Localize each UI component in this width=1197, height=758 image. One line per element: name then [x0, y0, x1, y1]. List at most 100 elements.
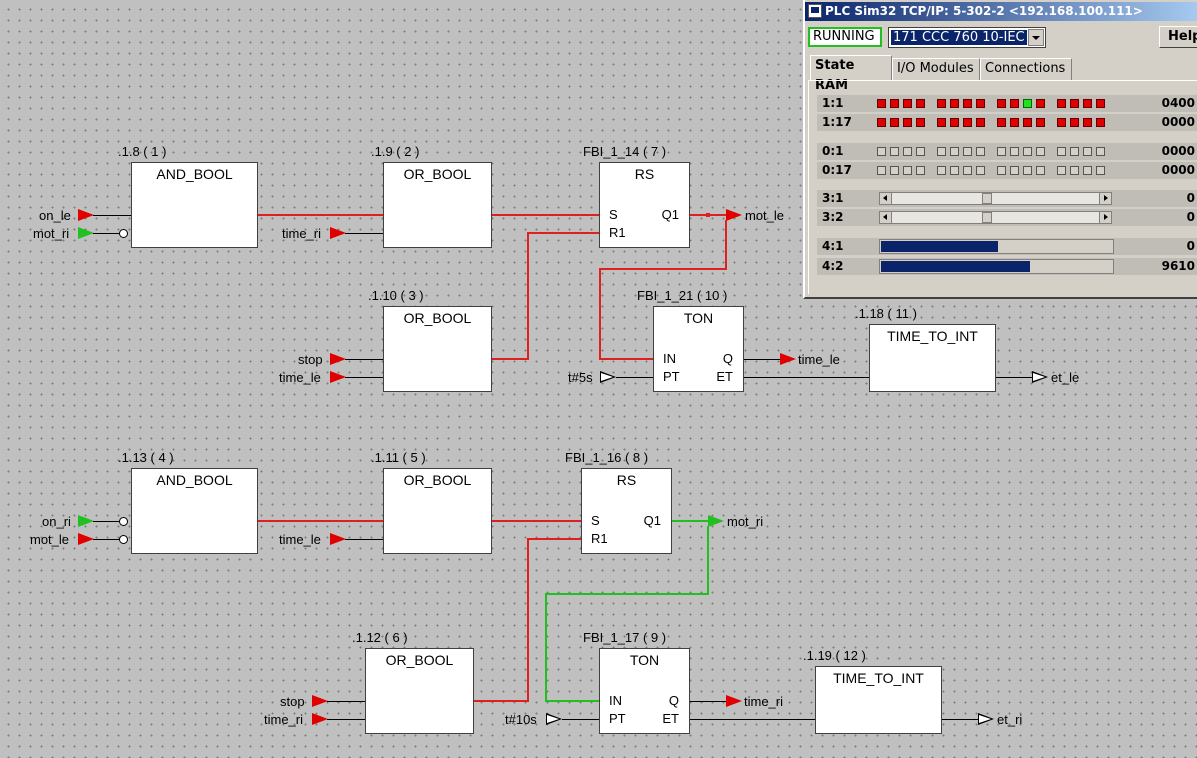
row-background	[817, 162, 1197, 179]
bit-led-icon[interactable]	[1023, 147, 1032, 156]
bit-led-icon[interactable]	[963, 166, 972, 175]
wire-active	[474, 700, 529, 702]
var-time-le[interactable]: time_le	[279, 370, 321, 385]
bit-led-icon[interactable]	[976, 166, 985, 175]
bit-led-icon[interactable]	[903, 166, 912, 175]
var-time-le-out[interactable]: time_le	[798, 352, 840, 367]
or-bool-block[interactable]: OR_BOOL	[383, 306, 492, 392]
bit-led-icon[interactable]	[1083, 147, 1092, 156]
wire	[996, 377, 1032, 378]
bit-led-icon[interactable]	[976, 147, 985, 156]
bit-led-icon	[937, 99, 946, 108]
bit-led-icon[interactable]	[1057, 166, 1066, 175]
tab-state-ram[interactable]: State RAM	[810, 55, 892, 93]
ram-value: 9610	[1161, 259, 1195, 273]
slider-thumb[interactable]	[981, 212, 992, 223]
or-bool-block[interactable]: OR_BOOL	[383, 162, 492, 248]
bar-fill	[881, 261, 1031, 272]
scroll-left-icon[interactable]	[880, 212, 892, 223]
ram-address: 3:2	[822, 210, 844, 224]
bit-led-icon[interactable]	[877, 166, 886, 175]
var-on-le[interactable]: on_le	[39, 208, 71, 223]
bit-led-icon	[916, 118, 925, 127]
bit-led-icon	[963, 99, 972, 108]
bit-led-icon[interactable]	[916, 166, 925, 175]
chevron-down-icon[interactable]	[1028, 29, 1044, 46]
and-bool-block[interactable]: AND_BOOL	[131, 468, 258, 554]
bit-led-icon[interactable]	[997, 166, 1006, 175]
rs-block[interactable]: RS S R1 Q1	[599, 162, 690, 248]
ton-timer-block[interactable]: TON IN PT Q ET	[599, 648, 690, 734]
var-mot-le[interactable]: mot_le	[745, 208, 785, 223]
bit-led-icon[interactable]	[890, 147, 899, 156]
var-time-le[interactable]: time_le	[279, 532, 321, 547]
register-slider[interactable]	[879, 211, 1112, 224]
plc-sim-window[interactable]: PLC Sim32 TCP/IP: 5-302-2 <192.168.100.1…	[803, 0, 1197, 299]
or-bool-block[interactable]: OR_BOOL	[383, 468, 492, 554]
bit-led-icon[interactable]	[1023, 166, 1032, 175]
wire-green	[707, 526, 709, 594]
var-mot-ri[interactable]: mot_ri	[33, 226, 70, 241]
bit-led-icon[interactable]	[1096, 147, 1105, 156]
bit-led-icon[interactable]	[1010, 147, 1019, 156]
bit-led-icon[interactable]	[950, 166, 959, 175]
var-mot-ri-out[interactable]: mot_ri	[727, 514, 764, 529]
bit-led-icon[interactable]	[903, 147, 912, 156]
and-bool-block[interactable]: AND_BOOL	[131, 162, 258, 248]
bit-led-icon[interactable]	[916, 147, 925, 156]
time-to-int-block[interactable]: TIME_TO_INT	[869, 324, 996, 392]
var-time-ri[interactable]: time_ri	[282, 226, 322, 241]
bit-led-icon[interactable]	[937, 147, 946, 156]
var-on-ri[interactable]: on_ri	[42, 514, 71, 529]
output-arrow-icon	[726, 209, 742, 221]
window-title-bar[interactable]: PLC Sim32 TCP/IP: 5-302-2 <192.168.100.1…	[805, 2, 1197, 21]
bit-led-icon[interactable]	[1070, 147, 1079, 156]
scroll-right-icon[interactable]	[1099, 193, 1111, 204]
block-title: RS	[616, 472, 637, 488]
time-to-int-block[interactable]: TIME_TO_INT	[815, 666, 942, 734]
bit-led-icon[interactable]	[1036, 166, 1045, 175]
scroll-right-icon[interactable]	[1099, 212, 1111, 223]
block-title: OR_BOOL	[403, 166, 472, 182]
ram-address: 3:1	[822, 191, 844, 205]
slider-thumb[interactable]	[981, 193, 992, 204]
help-button[interactable]: Help	[1159, 26, 1197, 48]
bit-led-icon[interactable]	[1010, 166, 1019, 175]
bit-led-icon[interactable]	[950, 147, 959, 156]
scroll-left-icon[interactable]	[880, 193, 892, 204]
bit-led-icon[interactable]	[937, 166, 946, 175]
bit-led-icon[interactable]	[1036, 147, 1045, 156]
rs-block[interactable]: RS S R1 Q1	[581, 468, 672, 554]
bit-led-icon[interactable]	[1083, 166, 1092, 175]
var-et-le[interactable]: et_le	[1051, 370, 1080, 385]
var-stop[interactable]: stop	[280, 694, 305, 709]
bit-led-icon[interactable]	[1057, 147, 1066, 156]
bar-fill	[881, 241, 998, 252]
bit-led-icon[interactable]	[1070, 166, 1079, 175]
var-t10s[interactable]: t#10s	[505, 712, 537, 727]
var-stop[interactable]: stop	[298, 352, 323, 367]
bit-led-icon[interactable]	[890, 166, 899, 175]
input-arrow-icon	[546, 713, 562, 725]
device-select[interactable]: 171 CCC 760 10-IEC	[888, 27, 1046, 48]
var-mot-le[interactable]: mot_le	[30, 532, 70, 547]
var-time-ri-out[interactable]: time_ri	[744, 694, 784, 709]
ton-timer-block[interactable]: TON IN PT Q ET	[653, 306, 744, 392]
var-et-ri[interactable]: et_ri	[997, 712, 1023, 727]
tab-io-modules[interactable]: I/O Modules	[892, 58, 980, 80]
bit-led-icon[interactable]	[963, 147, 972, 156]
bit-led-icon[interactable]	[877, 147, 886, 156]
bit-led-icon[interactable]	[997, 147, 1006, 156]
tab-connections[interactable]: Connections	[980, 58, 1072, 80]
bit-led-icon[interactable]	[1096, 166, 1105, 175]
register-slider[interactable]	[879, 192, 1112, 205]
negation-circle-icon	[119, 229, 128, 238]
ram-address: 4:2	[822, 259, 844, 273]
var-t5s[interactable]: t#5s	[568, 370, 593, 385]
var-time-ri[interactable]: time_ri	[264, 712, 304, 727]
bit-led-icon	[1010, 99, 1019, 108]
or-bool-block[interactable]: OR_BOOL	[365, 648, 474, 734]
wire-green	[545, 593, 709, 595]
